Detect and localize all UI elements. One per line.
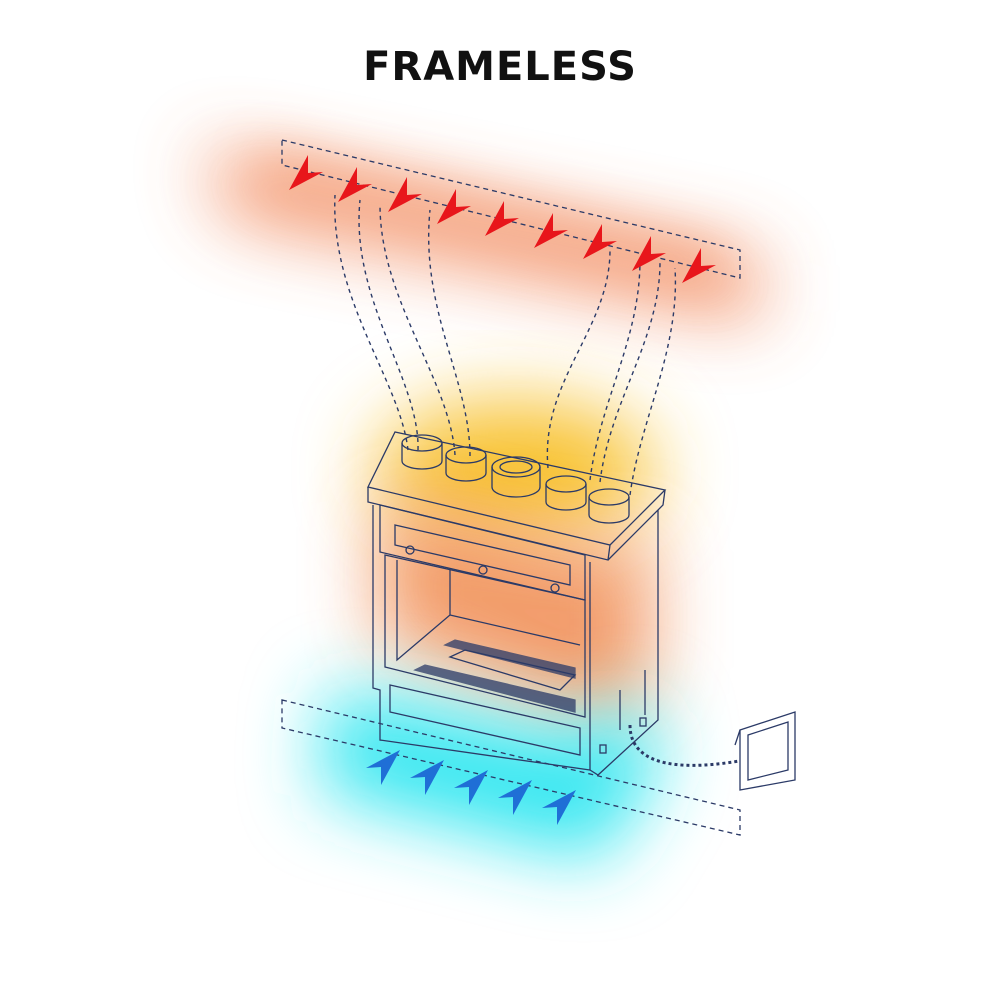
warm-air-arrow-icon [289, 155, 323, 190]
cool-air-arrow-icon [366, 750, 400, 785]
cool-air-arrow-icon [542, 790, 576, 825]
floor-outline [281, 699, 741, 836]
external-air-intake-vent [734, 711, 796, 791]
cool-air-arrows [366, 750, 576, 825]
flue-collars [401, 434, 630, 524]
warm-air-arrow-icon [388, 177, 422, 212]
warm-air-arrow-icon [632, 236, 666, 271]
outlet-grille-outline [281, 139, 741, 279]
body-side [589, 510, 659, 776]
fireplace-drawing [281, 139, 796, 836]
diagram-title: FRAMELESS [363, 44, 637, 90]
warm-air-arrows [289, 155, 716, 283]
lower-panel [389, 684, 581, 756]
warm-air-arrow-icon [338, 167, 372, 202]
cool-air-arrow-icon [410, 760, 444, 795]
cool-air-arrow-icon [498, 780, 532, 815]
body-front [372, 505, 591, 771]
duct-lines [334, 194, 677, 496]
warm-air-arrow-icon [583, 224, 617, 259]
cool-glow [320, 690, 660, 860]
cool-air-arrow-icon [454, 770, 488, 805]
warm-air-arrow-icon [682, 248, 716, 283]
air-intake-duct [628, 724, 746, 767]
warm-air-arrow-icon [534, 213, 568, 248]
warm-air-arrow-icon [437, 189, 471, 224]
warm-air-arrow-icon [485, 201, 519, 236]
heat-glows [200, 150, 760, 860]
firebox-opening [384, 554, 586, 718]
